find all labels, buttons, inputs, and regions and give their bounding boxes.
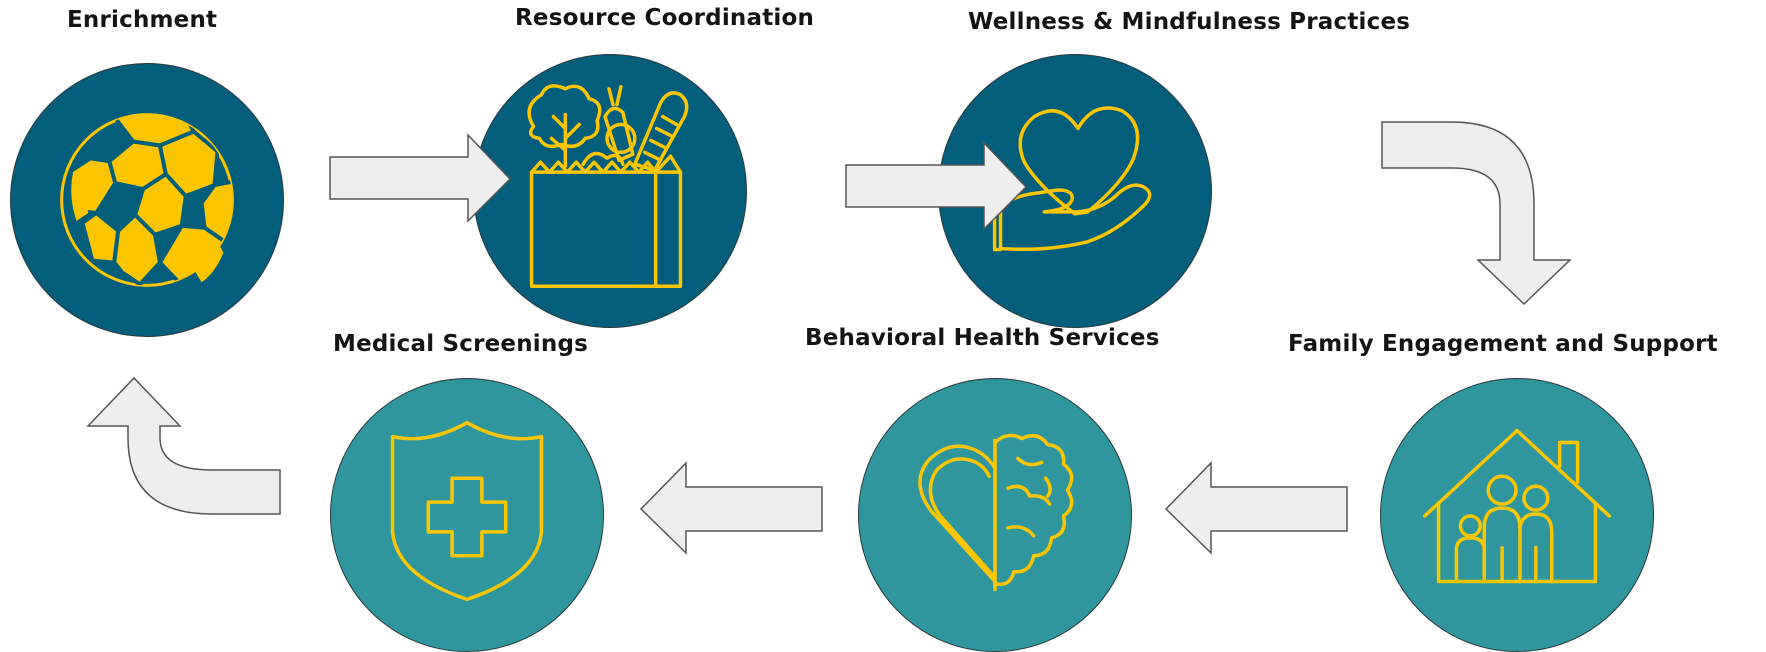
step-label-medical-screenings: Medical Screenings bbox=[333, 331, 589, 357]
step-circle-behavioral-health bbox=[858, 378, 1132, 652]
heart-brain-icon bbox=[918, 433, 1074, 592]
step-circle-enrichment bbox=[10, 63, 284, 337]
soccer-ball-icon bbox=[60, 113, 234, 287]
step-label-enrichment: Enrichment bbox=[67, 7, 218, 33]
bent-up-arrow bbox=[86, 376, 281, 515]
step-label-wellness: Wellness & Mindfulness Practices bbox=[968, 9, 1411, 35]
step-label-family-engagement: Family Engagement and Support bbox=[1288, 331, 1718, 357]
grocery-bag-icon bbox=[527, 84, 689, 289]
left-arrow-1 bbox=[1164, 461, 1348, 555]
step-circle-family-engagement bbox=[1380, 378, 1654, 652]
shield-cross-icon bbox=[390, 420, 544, 602]
step-circle-resource-coordination bbox=[473, 54, 747, 328]
step-label-resource-coordination: Resource Coordination bbox=[515, 5, 815, 31]
family-house-icon bbox=[1422, 428, 1612, 584]
step-circle-medical-screenings bbox=[330, 378, 604, 652]
left-arrow-2 bbox=[639, 461, 823, 555]
step-label-behavioral-health: Behavioral Health Services bbox=[805, 325, 1160, 351]
right-arrow-2 bbox=[845, 141, 1028, 231]
right-arrow-1 bbox=[329, 133, 512, 223]
bent-down-arrow bbox=[1381, 121, 1572, 306]
